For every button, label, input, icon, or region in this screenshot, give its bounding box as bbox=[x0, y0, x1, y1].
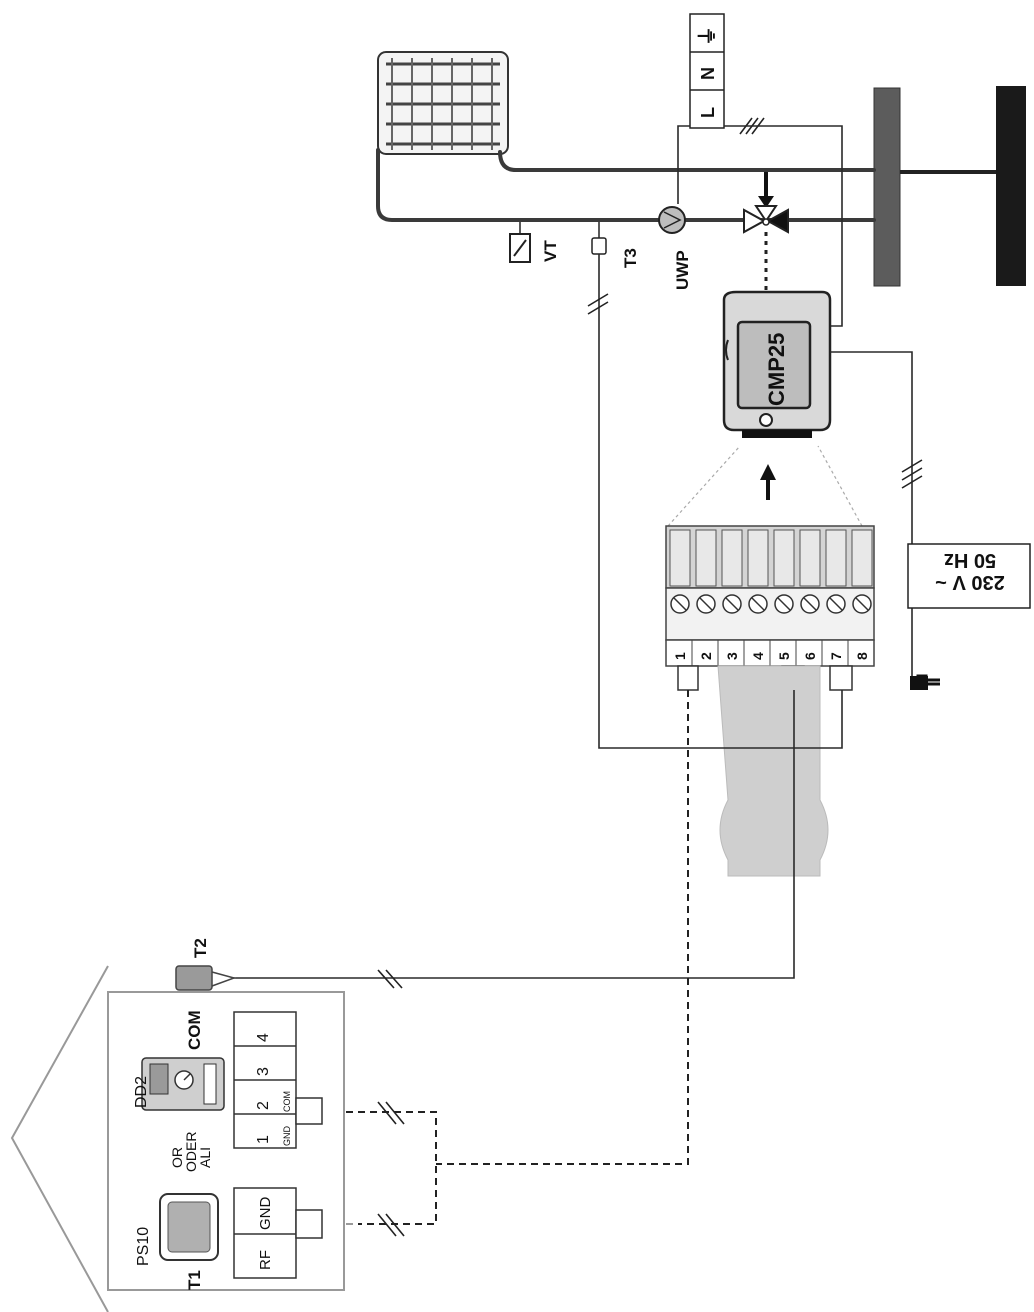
terminal-number: 7 bbox=[828, 652, 844, 660]
t1-label: T1 bbox=[185, 1270, 204, 1290]
dd2-terminal-sub-gnd: GND bbox=[282, 1126, 292, 1147]
terminal-number: 2 bbox=[698, 652, 714, 660]
ps10-label: PS10 bbox=[135, 1227, 152, 1266]
pump-label: UWP bbox=[673, 250, 692, 290]
ps10-terminal-rf: RF bbox=[257, 1250, 274, 1270]
power-l-label: L bbox=[698, 107, 718, 118]
vt-thermostat-icon bbox=[509, 222, 531, 263]
cmp25-actuator: CMP25 bbox=[722, 290, 832, 438]
t3-label: T3 bbox=[621, 248, 640, 268]
dd2-room-unit bbox=[141, 1057, 225, 1111]
dd2-terminal-number: 3 bbox=[255, 1067, 272, 1076]
dd2-terminal-number: 2 bbox=[255, 1101, 272, 1110]
cable-plug-shadow bbox=[717, 665, 829, 877]
ps10-terminal-strip: GND RF bbox=[233, 1187, 323, 1279]
manifold-column bbox=[873, 87, 901, 287]
terminal-number: 6 bbox=[802, 652, 818, 660]
t3-wire bbox=[598, 254, 843, 749]
supply-voltage-line2: 50 Hz bbox=[944, 549, 996, 571]
terminal-number: 5 bbox=[776, 652, 792, 660]
ps10-terminal-gnd: GND bbox=[257, 1197, 274, 1231]
alternative-or: OR bbox=[169, 1147, 185, 1168]
alternative-ali: ALI bbox=[197, 1147, 213, 1168]
ps10-room-unit bbox=[159, 1193, 219, 1261]
t2-wire bbox=[232, 690, 795, 979]
terminal-number: 8 bbox=[854, 652, 870, 660]
room-unit-bus-wire bbox=[436, 690, 689, 1165]
valve-bypass-arrow bbox=[758, 196, 774, 208]
power-ground-label: ⏚ bbox=[696, 26, 719, 46]
dd2-com-label: COM bbox=[185, 1010, 204, 1050]
pump-icon bbox=[658, 206, 686, 234]
terminal-block: 1 2 3 4 5 6 7 8 bbox=[665, 525, 875, 691]
power-terminal: ⏚ N L bbox=[689, 13, 725, 129]
mixing-valve-icon bbox=[743, 205, 789, 234]
insert-arrow bbox=[760, 464, 776, 500]
radiator-coil bbox=[377, 51, 509, 155]
terminal-funnel-lines bbox=[667, 445, 863, 527]
dd2-bus-wire bbox=[322, 1111, 437, 1225]
power-to-actuator-wire bbox=[677, 125, 843, 327]
dd2-terminal-number: 4 bbox=[255, 1033, 272, 1042]
return-pipe bbox=[376, 148, 876, 222]
dd2-label: DD2 bbox=[133, 1076, 150, 1108]
terminal-number: 4 bbox=[750, 652, 766, 660]
supply-voltage-line1: 230 V ~ bbox=[935, 571, 1005, 593]
supply-voltage-box: 230 V ~ 50 Hz bbox=[907, 543, 1031, 609]
dd2-terminal-strip: 1 2 3 4 GND COM bbox=[233, 1011, 323, 1149]
t2-label: T2 bbox=[191, 938, 210, 958]
power-n-label: N bbox=[698, 67, 718, 80]
dd2-terminal-number: 1 bbox=[255, 1135, 272, 1144]
alternative-oder: ODER bbox=[183, 1132, 199, 1172]
vt-label: VT bbox=[541, 240, 560, 262]
wall-column bbox=[996, 86, 1026, 286]
t2-sensor-icon bbox=[175, 965, 237, 991]
t3-sensor-icon bbox=[591, 222, 607, 255]
cmp25-label: CMP25 bbox=[764, 333, 789, 406]
supply-pipe bbox=[498, 150, 876, 172]
terminal-number: 3 bbox=[724, 652, 740, 660]
house-outline bbox=[10, 965, 109, 1312]
terminal-number: 1 bbox=[672, 652, 688, 660]
house-interior bbox=[107, 991, 345, 1291]
dd2-terminal-sub-com: COM bbox=[282, 1091, 292, 1112]
